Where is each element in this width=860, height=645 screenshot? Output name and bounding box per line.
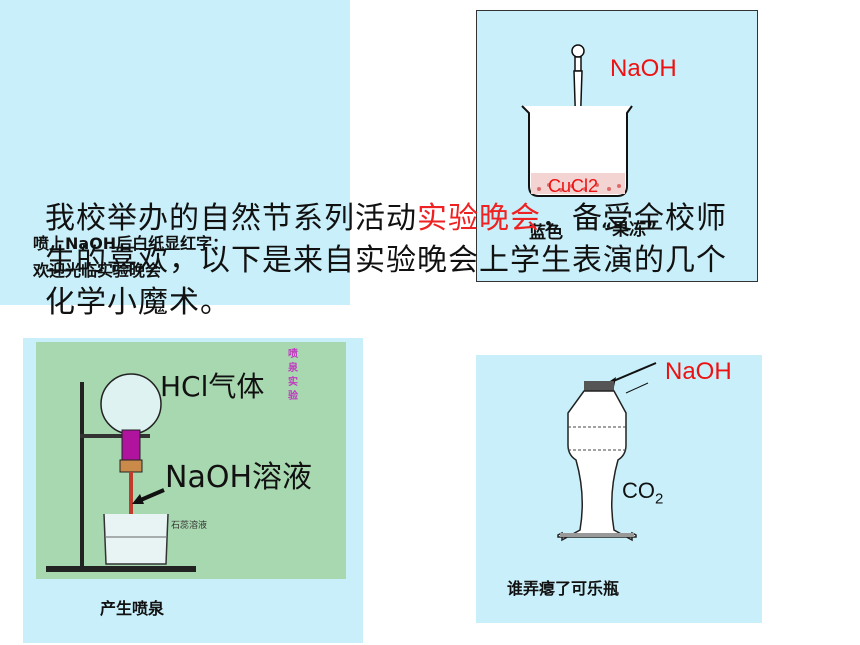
bottle-body [557,390,637,542]
beaker-sediment [537,183,621,192]
dropper-neck [574,56,582,72]
hcl-gas-label: HCl气体 [160,370,265,403]
intro-highlight: 实验晚会 [417,201,541,236]
bottle-caption: 谁弄瘪了可乐瓶 [507,579,620,598]
jelly-label: “果冻” [601,220,658,240]
arrow-hatch [625,382,649,394]
flask-bulb [100,373,162,435]
stand-clamp [80,434,150,438]
panel-jelly-experiment [476,10,758,282]
stand-rod [80,382,84,569]
cucl2-label: CuCl2 [548,176,599,196]
panel-message-experiment [0,0,350,305]
fountain-apparatus [46,373,196,572]
bottle-cap [584,381,614,391]
naoh-solution-label: NaOH溶液 [165,460,312,495]
message-caption-line2: 欢迎光临实验晚会 [33,261,162,280]
fountain-caption: 产生喷泉 [100,599,165,618]
intro-paragraph: 我校举办的自然节系列活动实验晚会，备受全校师生的喜欢，以下是来自实验晚会上学生表… [45,198,745,324]
arrow-head-icon [132,494,144,504]
panel-bottle-experiment [476,355,762,623]
stand-base [46,566,196,572]
naoh-label-bottle: NaOH [665,358,732,385]
fountain-photo [36,342,346,579]
beaker-liquid [531,173,625,194]
intro-text-after: ，备受全校师生的喜欢，以下是来自实验晚会上学生表演的几个化学小魔术。 [45,201,727,320]
bottom-beaker [103,513,169,565]
blue-label: 蓝色 [529,223,563,243]
co2-label: CO2 [622,478,664,508]
bottle-base [560,533,634,537]
beaker-illustration [521,44,633,197]
litmus-label: 石蕊溶液 [171,521,208,531]
intro-text-before: 我校举办的自然节系列活动 [45,201,417,236]
bottle-illustration [557,362,657,542]
dropper-bulb [571,44,585,58]
panel-fountain-experiment [23,338,363,643]
flask-stopper [119,459,143,473]
fountain-vertical-title: 喷泉实验 [288,349,298,402]
message-caption-line1: 喷上NaOH后白纸显红字： [33,234,229,253]
naoh-label-top: NaOH [610,55,677,82]
